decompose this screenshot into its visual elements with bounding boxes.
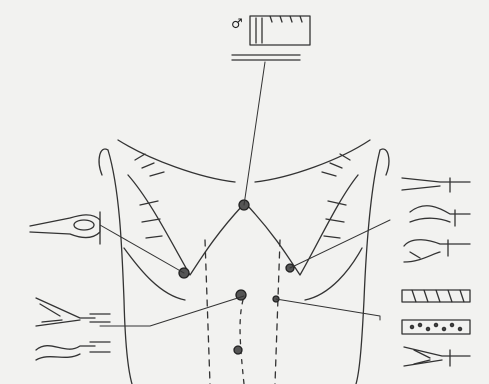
lower-left-forceps-icon [36, 298, 110, 360]
leader-lines [100, 62, 390, 326]
perforated-tube-holes [410, 323, 461, 330]
port-suprapubic [234, 346, 242, 354]
camera-port-instrument [232, 16, 310, 60]
torso-outline [99, 140, 389, 384]
trocar-ports [179, 200, 294, 354]
upper-right-graspers-icon [402, 178, 470, 262]
fenestrated-grasper-icon [30, 212, 100, 244]
